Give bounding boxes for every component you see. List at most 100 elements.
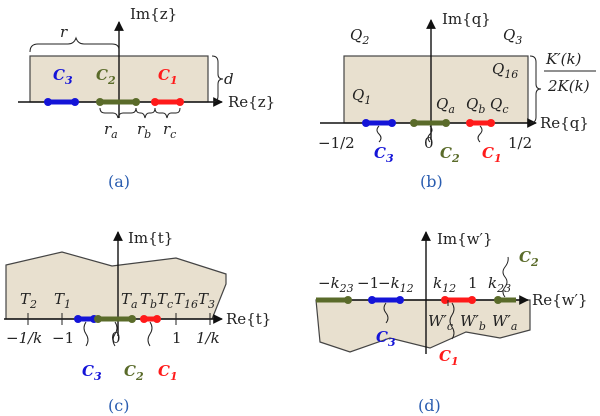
panel-a-rb-label: rb (137, 120, 151, 141)
panel-c-c2-endpoint (128, 315, 136, 323)
panel-b-tick-zero: 0 (424, 134, 434, 152)
panel-d-c2-leader (502, 256, 509, 298)
panel-c: Im{t} Re{t} T2 T1 Ta Tb Tc T16 T3 −1/k −… (4, 229, 271, 415)
panel-a-re-label: Re{z} (228, 93, 275, 111)
panel-d-c3-label: C3 (376, 328, 396, 349)
panel-b-qa-label: Qa (436, 95, 455, 116)
panel-b-c2-endpoint (410, 119, 418, 127)
panel-a-rb-brace (135, 107, 156, 119)
panel-a-c1-endpoint (176, 98, 184, 106)
panel-d-wc-label: W′c (428, 312, 453, 333)
panel-b-c3-endpoint (362, 119, 370, 127)
panel-d-one-label: 1 (468, 274, 478, 292)
panel-d-c1-endpoint (468, 296, 476, 304)
panel-d-c2-endpoint (494, 296, 502, 304)
panel-d-wa-label: W′a (492, 312, 517, 333)
panel-c-caption: (c) (108, 396, 129, 415)
panel-b-c2-label: C2 (440, 144, 460, 165)
panel-b-c1-endpoint (466, 119, 474, 127)
panel-a-c3-endpoint (44, 98, 52, 106)
panel-b-c1-leader (477, 125, 483, 143)
panel-a-r-label: r (60, 23, 68, 41)
panel-c-c2-endpoint (94, 315, 102, 323)
panel-c-tick-neg-inv-k: −1/k (6, 329, 42, 347)
panel-d-c3-leader (383, 302, 389, 324)
panel-c-ta-label: Ta (121, 290, 138, 311)
panel-c-tb-label: Tb (140, 290, 157, 311)
panel-c-t1-label: T1 (54, 290, 71, 311)
panel-c-im-label: Im{t} (128, 229, 173, 247)
panel-c-c1-endpoint (153, 315, 161, 323)
panel-d-c2-endpoint (344, 296, 352, 304)
panel-c-c2-label: C2 (124, 362, 144, 383)
panel-c-tc-label: Tc (157, 290, 173, 311)
panel-a-c2-endpoint (132, 98, 140, 106)
panel-c-t3-label: T3 (198, 290, 215, 311)
panel-d-wb-label: W′b (460, 312, 486, 333)
panel-b-tick-neg-half: −1/2 (318, 134, 355, 152)
panel-c-tick-zero: 0 (111, 329, 121, 347)
panel-c-c3-leader (83, 321, 89, 347)
panel-b-c3-endpoint (388, 119, 396, 127)
panel-b-c1-label: C1 (482, 144, 502, 165)
panel-b-q1-label: Q1 (352, 86, 371, 107)
panel-b: Im{q} Re{q} Q2 Q3 Q16 Q1 Qa Qb Qc K′(k) … (318, 10, 596, 191)
panel-d-c2-label: C2 (519, 248, 539, 269)
panel-b-q2-label: Q2 (350, 26, 369, 47)
panel-c-tick-inv-k: 1/k (196, 329, 220, 347)
panel-a-rc-label: rc (163, 120, 176, 141)
panel-a-c3-label: C3 (53, 66, 73, 87)
panel-b-qc-label: Qc (490, 95, 508, 116)
panel-c-upper-half-plane-region (5, 251, 227, 320)
panel-d-neg-one-label: −1 (357, 274, 379, 292)
panel-b-c3-label: C3 (374, 144, 394, 165)
panel-d-c3-endpoint (396, 296, 404, 304)
panel-b-c2-endpoint (442, 119, 450, 127)
panel-d-c1-label: C1 (439, 347, 459, 368)
panel-d-re-label: Re{w′} (532, 291, 588, 309)
panel-a: Im{z} Re{z} r d ra rb rc C3 C2 C1 (a) (18, 5, 275, 191)
panel-a-d-label: d (224, 70, 234, 88)
panel-b-ratio-denominator: 2K(k) (547, 77, 590, 95)
panel-d-c1-leader (449, 302, 455, 340)
panel-b-c2-leader (427, 125, 433, 143)
panel-d-k23-label: k23 (488, 274, 511, 295)
panel-b-qb-label: Qb (466, 95, 485, 116)
panel-a-c2-endpoint (96, 98, 104, 106)
panel-d-c1-endpoint (441, 296, 449, 304)
panel-c-c3-label: C3 (82, 362, 102, 383)
panel-d: Im{w′} Re{w′} −k23 −1 −k12 k12 1 k23 W′c… (315, 230, 588, 415)
panel-b-c3-leader (376, 125, 382, 143)
panel-b-q16-label: Q16 (492, 60, 518, 81)
panel-c-tick-one: 1 (172, 329, 182, 347)
panel-b-rectangle-region (343, 55, 529, 124)
panel-a-r-brace (29, 36, 120, 53)
panel-c-c1-endpoint (140, 315, 148, 323)
panel-d-neg-k12-label: −k12 (378, 274, 414, 295)
panel-c-c2-leader (112, 321, 118, 347)
panel-d-caption: (d) (418, 396, 441, 415)
panel-d-im-label: Im{w′} (437, 230, 492, 248)
panel-a-d-brace (211, 55, 224, 103)
panel-c-c3-endpoint (74, 315, 82, 323)
panel-b-q3-label: Q3 (503, 26, 522, 47)
panel-a-c2-label: C2 (96, 66, 116, 87)
panel-b-caption: (b) (420, 172, 443, 191)
panel-b-re-label: Re{q} (540, 114, 589, 132)
panel-d-lower-half-plane-region (315, 299, 531, 353)
panel-a-ra-brace (99, 107, 137, 119)
panel-a-rc-brace (154, 107, 181, 119)
panel-c-t2-label: T2 (20, 290, 37, 311)
panel-d-k12-label: k12 (433, 274, 456, 295)
panel-a-ra-label: ra (104, 120, 118, 141)
panel-c-tick-neg-one: −1 (52, 329, 74, 347)
panel-c-t16-label: T16 (174, 290, 198, 311)
panel-c-c1-label: C1 (158, 362, 178, 383)
panel-a-caption: (a) (108, 172, 130, 191)
panel-a-im-label: Im{z} (130, 5, 177, 23)
panel-b-height-brace (529, 55, 542, 124)
panel-b-im-label: Im{q} (442, 10, 491, 28)
panel-b-ratio-numerator: K′(k) (545, 50, 582, 68)
panel-a-c3-endpoint (71, 98, 79, 106)
